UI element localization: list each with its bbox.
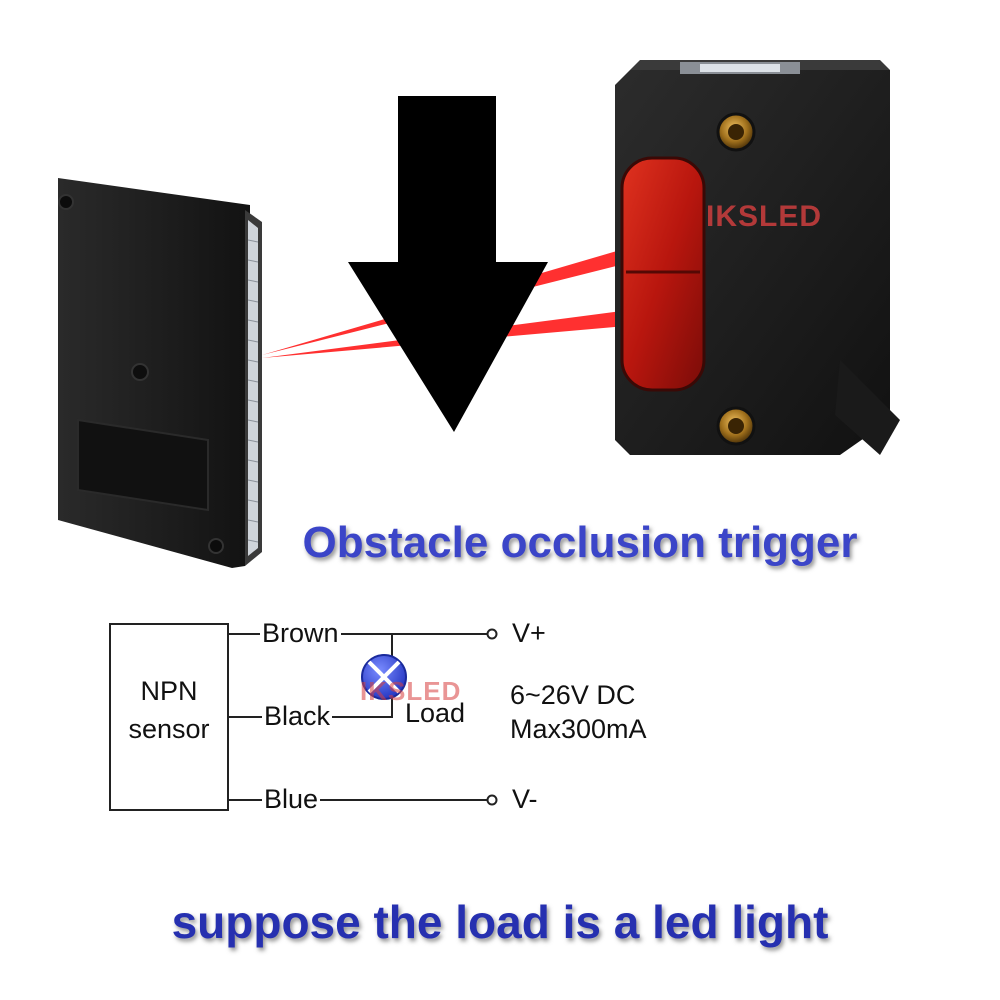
terminal-circle-icon <box>486 628 498 640</box>
brand-watermark-circuit: IKSLED <box>360 676 462 706</box>
reflector-prism-strip <box>247 239 259 543</box>
terminal-circle-icon <box>486 794 498 806</box>
supply-voltage-label: 6~26V DC <box>510 680 636 710</box>
reflector-panel <box>58 178 262 568</box>
sensor-label: sensor <box>128 714 210 744</box>
lamp-icon <box>361 654 407 700</box>
photoelectric-sensor <box>615 60 900 455</box>
npn-label: NPN <box>140 676 198 706</box>
occlusion-trigger-caption: Obstacle occlusion trigger <box>302 518 858 567</box>
down-arrow-icon <box>348 96 548 432</box>
terminal-negative-label: V- <box>512 784 538 814</box>
load-label: Load <box>405 698 466 728</box>
wire-black-label: Black <box>262 701 333 732</box>
load-branch-bottom <box>380 698 393 718</box>
load-note-caption: suppose the load is a led light <box>171 896 829 948</box>
wire-brown-label: Brown <box>260 618 341 649</box>
brand-watermark-top: IKSLED <box>706 200 823 233</box>
supply-current-label: Max300mA <box>510 714 647 744</box>
terminal-positive-label: V+ <box>512 618 546 648</box>
wire-blue-label: Blue <box>262 784 321 815</box>
